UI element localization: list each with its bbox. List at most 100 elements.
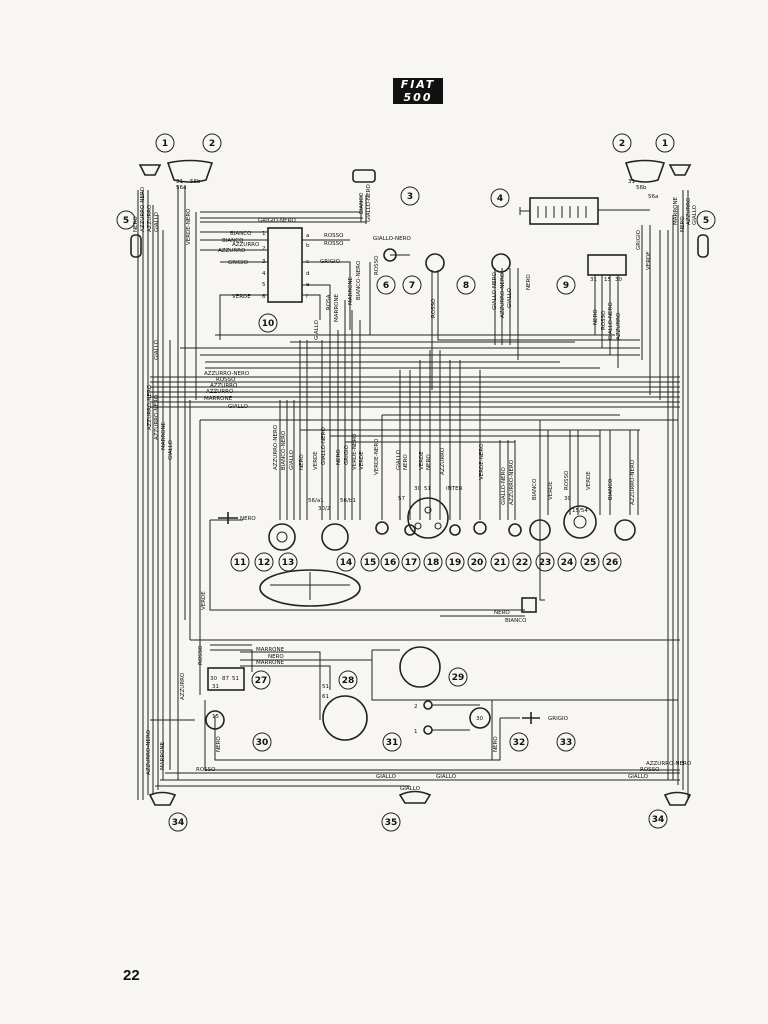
callout-9: 9: [563, 281, 569, 291]
wire-label: AZZURRO: [180, 672, 186, 700]
wire-label: 30: [564, 496, 571, 502]
wire-label: MARRONE: [256, 660, 285, 666]
horn-left-1: [138, 164, 162, 176]
headlamp-right-2: [624, 159, 666, 183]
motor-29: [399, 646, 441, 688]
wire-harness: [137, 185, 689, 800]
wire-label: GIALLO: [168, 439, 174, 460]
wire-label: 56b: [636, 185, 647, 191]
wire-label: AZZURRO: [147, 204, 153, 232]
wire-label: MARRONE: [204, 396, 233, 402]
wire-label: ROSSO: [196, 767, 216, 773]
callout-8: 8: [463, 281, 469, 291]
wire-label: 30/2: [318, 506, 330, 512]
wire-label: 61: [322, 694, 329, 700]
wire-label: AZZURRO-NERO: [273, 424, 279, 470]
wire-label: GRIGIO: [320, 259, 341, 265]
callout-29: 29: [452, 673, 465, 683]
wire-label: BIANCO-NERO: [356, 260, 362, 300]
wire-label: BIANCO: [230, 231, 252, 237]
wire-label: VERDE: [548, 481, 554, 500]
wire-label: 5: [262, 282, 266, 288]
wire-label: INTER: [446, 486, 463, 492]
wire-label: NERO: [526, 274, 532, 290]
wire-label: ROSSO: [431, 298, 437, 318]
wire-label: GIALLO: [154, 211, 160, 232]
wire-label: NERO: [426, 454, 432, 470]
fuse-box-4: [529, 197, 599, 225]
callout-4: 4: [497, 194, 503, 204]
wire-label: VERDE: [232, 294, 251, 300]
callout-27: 27: [255, 676, 268, 686]
callout-1-right: 1: [662, 139, 668, 149]
callout-10: 10: [262, 319, 275, 329]
wire-label: NERO: [240, 516, 256, 522]
wire-label: 56a: [176, 185, 186, 191]
wire-label: BIANCO: [359, 192, 365, 214]
wire-label: 56/b1: [340, 498, 356, 504]
callout-5-left: 5: [123, 216, 129, 226]
callout-28: 28: [342, 676, 355, 686]
wire-label: AZZURRO: [206, 389, 234, 395]
wire-label: e: [306, 282, 310, 288]
side-light-right-5: [697, 234, 709, 258]
callout-24: 24: [561, 558, 574, 568]
callout-25: 25: [584, 558, 597, 568]
wire-label: NERO: [593, 309, 599, 325]
wire-label: GIALLO: [154, 339, 160, 360]
wire-label: MARRONE: [256, 647, 285, 653]
wire-label: 30: [615, 277, 622, 283]
wire-label: AZZURRO: [686, 197, 692, 225]
wire-label: GIALLO: [400, 786, 421, 792]
wire-label: GRIGIO: [228, 260, 249, 266]
lamp-8: [491, 253, 511, 273]
wire-label: NERO: [403, 454, 409, 470]
callout-34-right: 34: [652, 815, 665, 825]
wire-label: 31: [628, 179, 635, 185]
callout-17: 17: [405, 558, 418, 568]
wire-label: VERDE: [201, 591, 207, 610]
switch-23: [521, 597, 537, 613]
wire-label: VERDE: [586, 471, 592, 490]
wire-label: NERO: [494, 610, 510, 616]
wire-label: ROSSO: [374, 255, 380, 275]
wire-label: AZZURRO: [218, 248, 246, 254]
logo-line-2: 500: [403, 91, 433, 104]
wire-label: NERO: [133, 216, 139, 232]
wire-label: AZZURRO: [210, 383, 238, 389]
wire-label: GRIGIO-NERO: [258, 218, 296, 224]
plate-lamp-35: [398, 790, 432, 804]
gauge-24: [529, 519, 551, 541]
light-switch-10: [267, 227, 303, 303]
gauge-14: [321, 523, 349, 551]
wire-label: 57: [398, 496, 405, 502]
wire-label: 56/a1: [308, 498, 324, 504]
callout-13: 13: [282, 558, 295, 568]
callout-15: 15: [364, 558, 377, 568]
side-light-left-5: [130, 234, 142, 258]
wire-label: AZZURRO-NERO: [630, 459, 636, 505]
wire-label: a: [306, 233, 309, 239]
wire-label: ROSSO: [640, 767, 660, 773]
callout-30: 30: [256, 738, 269, 748]
wire-label: d: [306, 271, 310, 277]
gauge-26: [614, 519, 636, 541]
wire-label: AZZURRO-NERO: [500, 272, 506, 318]
callout-22: 22: [516, 558, 529, 568]
wire-label: 31: [590, 277, 597, 283]
callout-31: 31: [386, 738, 399, 748]
wire-label: GIALLO-NERO: [501, 467, 507, 505]
wire-label: 2: [262, 246, 266, 252]
lamp-31b: [423, 725, 433, 735]
lamp-15: [375, 521, 389, 535]
wire-label: VERDE: [419, 451, 425, 470]
wire-label: NERO: [216, 736, 222, 752]
wire-label: VERDE: [313, 451, 319, 470]
wire-label: NERO: [493, 736, 499, 752]
wire-label: 31: [176, 179, 183, 185]
wire-label: 87: [222, 676, 229, 682]
callout-12: 12: [258, 558, 271, 568]
wire-label: VERDE-NERO: [352, 433, 358, 470]
wire-label: BIANCO: [608, 478, 614, 500]
lamp-20: [449, 524, 461, 536]
